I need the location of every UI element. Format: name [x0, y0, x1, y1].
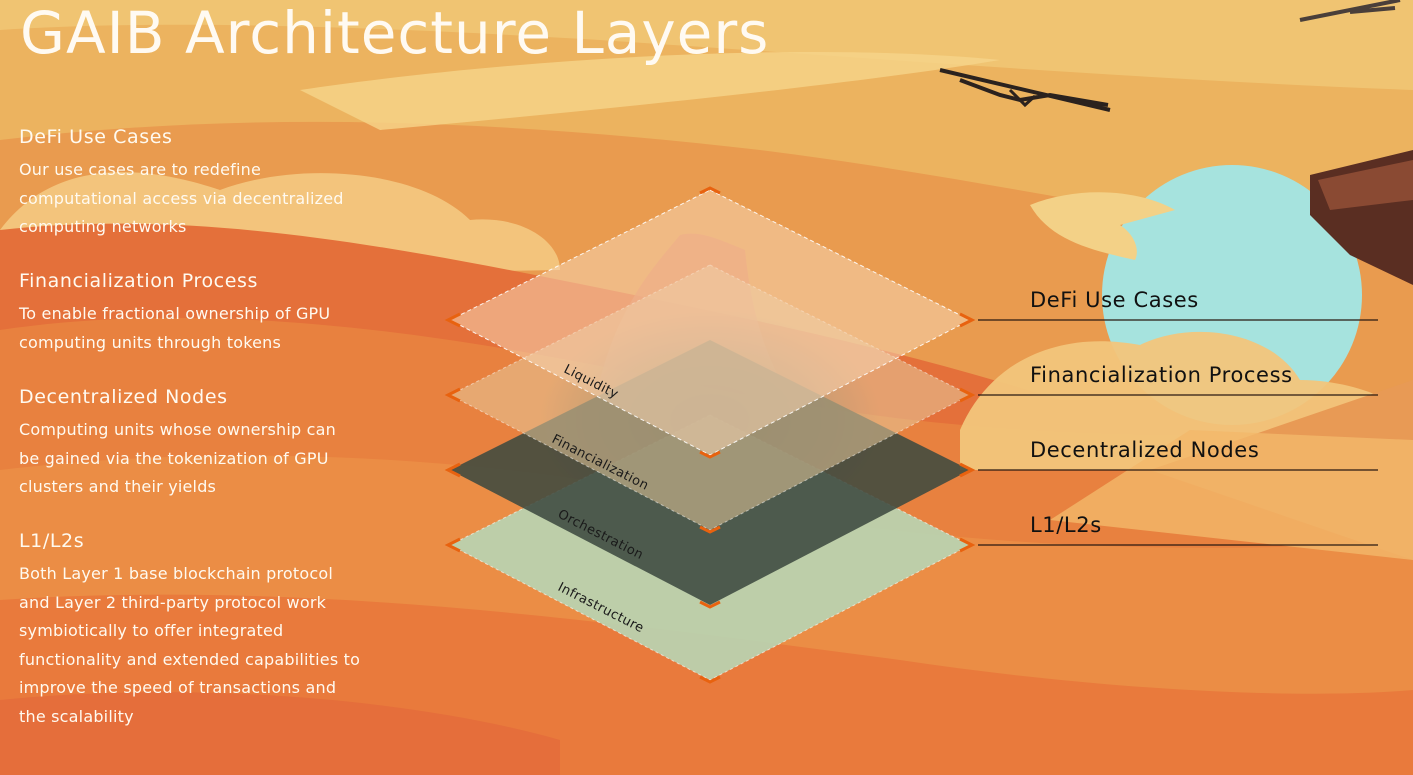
description-line: be gained via the tokenization of GPU: [19, 448, 329, 468]
page-title: GAIB Architecture Layers: [20, 0, 770, 67]
description-line: the scalability: [19, 706, 134, 726]
section-heading: Financialization Process: [19, 270, 259, 292]
layer-liquidity[interactable]: [448, 189, 972, 456]
right-label-decentralized-nodes[interactable]: Decentralized Nodes: [1030, 438, 1260, 462]
section-l1-l2s: L1/L2s Both Layer 1 base blockchain prot…: [19, 528, 419, 731]
section-description: To enable fractional ownership of GPU co…: [19, 300, 330, 357]
section-financialization-process: Financialization Process To enable fract…: [19, 268, 330, 357]
section-description: Both Layer 1 base blockchain protocol an…: [19, 560, 419, 731]
description-line: symbiotically to offer integrated: [19, 621, 284, 640]
description-line: To enable fractional ownership of GPU: [19, 304, 331, 323]
right-label-defi-use-cases[interactable]: DeFi Use Cases: [1030, 288, 1199, 312]
section-description: Computing units whose ownership can be g…: [19, 416, 336, 502]
right-label-financialization-process[interactable]: Financialization Process: [1030, 363, 1293, 387]
section-defi-use-cases: DeFi Use Cases Our use cases are to rede…: [19, 124, 344, 242]
description-line: functionality and extended capabilities …: [19, 649, 361, 669]
description-line: computing networks: [19, 217, 187, 236]
description-line: improve the speed of transactions and: [19, 678, 337, 697]
description-line: Computing units whose ownership can: [19, 420, 336, 439]
section-decentralized-nodes: Decentralized Nodes Computing units whos…: [19, 384, 336, 502]
section-heading: Decentralized Nodes: [19, 386, 228, 408]
connector-lines: [978, 319, 1378, 546]
description-line: Our use cases are to redefine: [19, 160, 262, 179]
description-line: computing units through tokens: [19, 332, 282, 352]
section-heading: L1/L2s: [19, 530, 85, 552]
section-heading: DeFi Use Cases: [19, 126, 173, 148]
description-line: and Layer 2 third-party protocol work: [19, 592, 327, 612]
description-line: clusters and their yields: [19, 477, 217, 496]
description-line: computational access via decentralized: [19, 188, 344, 208]
description-line: Both Layer 1 base blockchain protocol: [19, 564, 333, 583]
corner-markers: [444, 186, 976, 684]
right-label-l1-l2s[interactable]: L1/L2s: [1030, 513, 1102, 537]
section-description: Our use cases are to redefine computatio…: [19, 156, 344, 242]
